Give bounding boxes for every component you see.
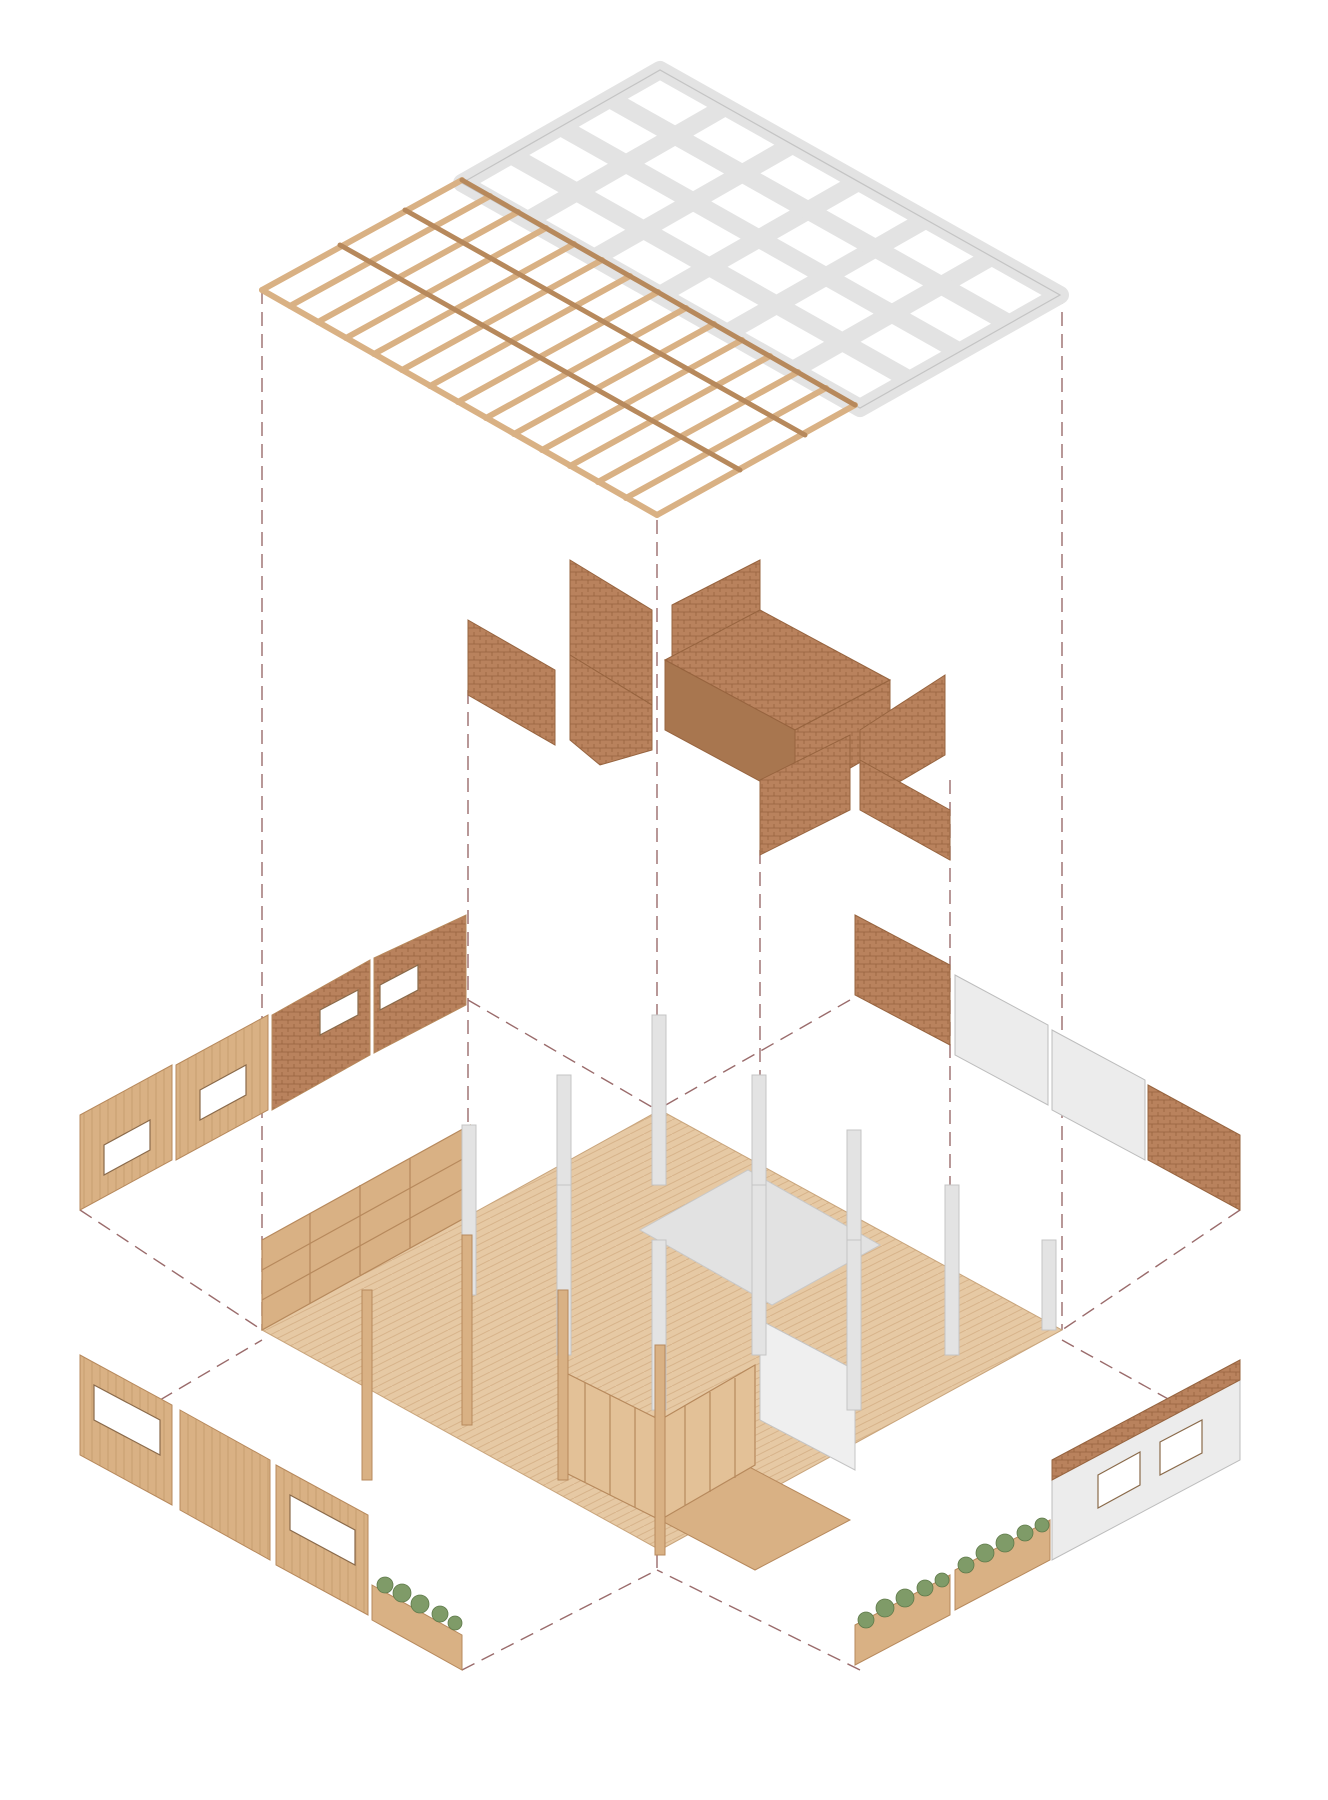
timber-joists <box>259 177 858 518</box>
upper-brick-walls <box>467 559 951 861</box>
brick-wall-panel <box>859 759 951 861</box>
brick-wall-panel <box>373 914 467 1054</box>
brick-coping <box>1051 1359 1241 1481</box>
concrete-beam-grid <box>453 61 1069 417</box>
window <box>379 964 419 1011</box>
window <box>199 1063 247 1122</box>
ground-floor <box>260 1014 1064 1571</box>
back-right-walls <box>854 914 1241 1211</box>
column <box>1041 1239 1057 1331</box>
column <box>751 1184 767 1356</box>
guide-line <box>1061 1209 1241 1331</box>
window <box>93 1384 161 1456</box>
window <box>1159 1419 1203 1476</box>
guide-line <box>467 999 658 1111</box>
concrete-columns <box>461 1014 1057 1411</box>
white-wall-panel <box>954 974 1049 1106</box>
timber-shelving <box>261 1123 471 1332</box>
brick-wall-panel <box>1147 1084 1241 1211</box>
guide-line <box>656 1569 861 1671</box>
guide-line <box>159 1339 263 1401</box>
front-right-walls <box>854 1359 1241 1666</box>
guide-line <box>461 1569 658 1671</box>
planter-right-2 <box>954 1517 1051 1611</box>
window <box>1097 1450 1141 1510</box>
brick-wall-panel <box>759 734 851 856</box>
timber-door-panel <box>179 1409 271 1561</box>
window <box>289 1493 356 1567</box>
window <box>103 1118 151 1177</box>
white-wall-panel <box>1051 1029 1146 1161</box>
column <box>651 1014 667 1186</box>
brick-wall-panel <box>467 619 556 746</box>
window <box>319 989 359 1036</box>
column <box>846 1239 862 1411</box>
planter-left <box>371 1576 463 1671</box>
front-left-walls <box>79 1354 463 1671</box>
column <box>944 1184 960 1356</box>
guide-line <box>656 999 851 1111</box>
timber-posts <box>361 1234 666 1556</box>
brick-wall-panel <box>854 914 951 1046</box>
planter-right-1 <box>854 1572 951 1666</box>
guide-line <box>1061 1339 1171 1401</box>
back-left-walls <box>79 914 467 1211</box>
brick-wall-panel <box>569 654 653 766</box>
guide-line <box>79 1209 263 1331</box>
white-partition <box>759 1319 856 1471</box>
roof-frame <box>259 61 1069 518</box>
